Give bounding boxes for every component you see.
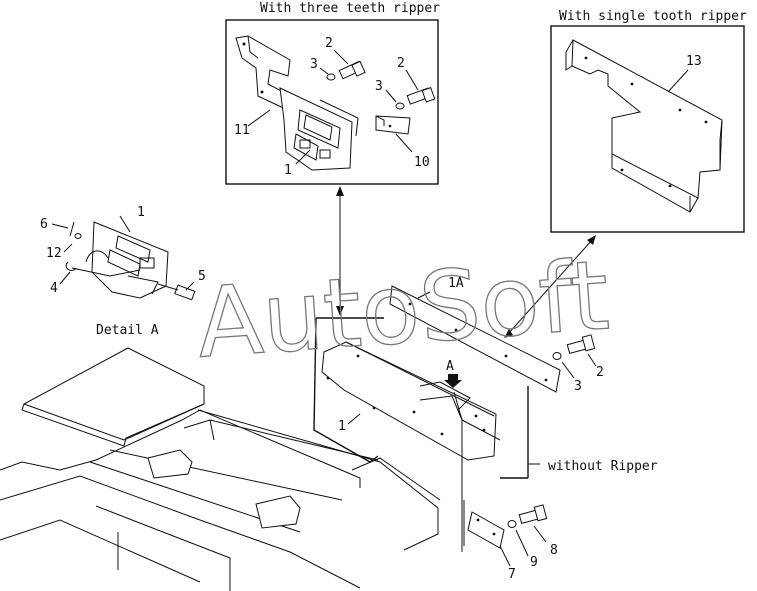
callout-8: 8 [550,543,558,558]
callout-10: 10 [414,155,430,170]
detail-a-assembly: 1 6 12 4 5 Detail A [40,205,206,338]
callout-1a: 1A [448,276,464,291]
view-a-marker: A [446,359,454,374]
callout-5: 5 [198,269,206,284]
washer-3-upper [326,73,336,81]
single-tooth-ripper-inset: With single tooth ripper 13 [550,9,747,233]
bolt-8 [518,504,548,525]
bolt-2-right [406,87,436,105]
callout-2: 2 [325,36,333,51]
plate-7 [467,511,505,549]
bolt-2-main [566,334,596,355]
callout-3: 3 [375,79,383,94]
step [147,449,193,479]
three-teeth-caption: With three teeth ripper [260,1,440,16]
callout-2: 2 [596,365,604,380]
plate-1-main [321,341,497,461]
fender [21,347,205,447]
watermark: AutoSoft [193,239,612,379]
callout-1: 1 [284,163,292,178]
callout-9: 9 [530,555,538,570]
washer-3-right [395,102,405,110]
callout-4: 4 [50,281,58,296]
clip-4 [65,261,77,271]
detail-a-caption: Detail A [96,323,159,338]
washer-9 [507,520,517,528]
three-teeth-ripper-inset: With three teeth ripper [225,1,440,185]
tractor-frame [0,347,441,591]
bolt-2-upper [338,60,366,80]
callout-7: 7 [508,567,516,582]
view-a-arrow [444,374,462,388]
single-tooth-inset-frame [550,25,745,233]
main-assembly: A 1A 1 3 2 8 9 7 without Rippe [313,276,658,582]
callout-2: 2 [397,56,405,71]
plate-1-inset [279,87,353,171]
callout-13: 13 [686,54,702,69]
callout-3: 3 [574,379,582,394]
plate-13 [571,39,723,199]
callout-3: 3 [310,57,318,72]
without-ripper-caption: without Ripper [548,459,658,474]
plate-1-detail [91,221,169,299]
detail-leader [453,391,501,552]
three-teeth-inset-frame [225,19,439,185]
washer-12 [74,233,82,239]
callout-12: 12 [46,246,62,261]
dashed-group-outline [313,317,529,479]
callout-1: 1 [338,419,346,434]
plate-1a [389,285,561,393]
bolt-5 [157,283,196,301]
callout-6: 6 [40,217,48,232]
single-tooth-caption: With single tooth ripper [559,9,747,24]
washer-3-main [552,352,562,360]
callout-11: 11 [234,123,250,138]
callout-1: 1 [137,205,145,220]
step [255,495,301,529]
pin-6 [69,221,75,237]
connector-arrows [336,186,596,338]
arrow-to-single-tooth [507,239,593,335]
